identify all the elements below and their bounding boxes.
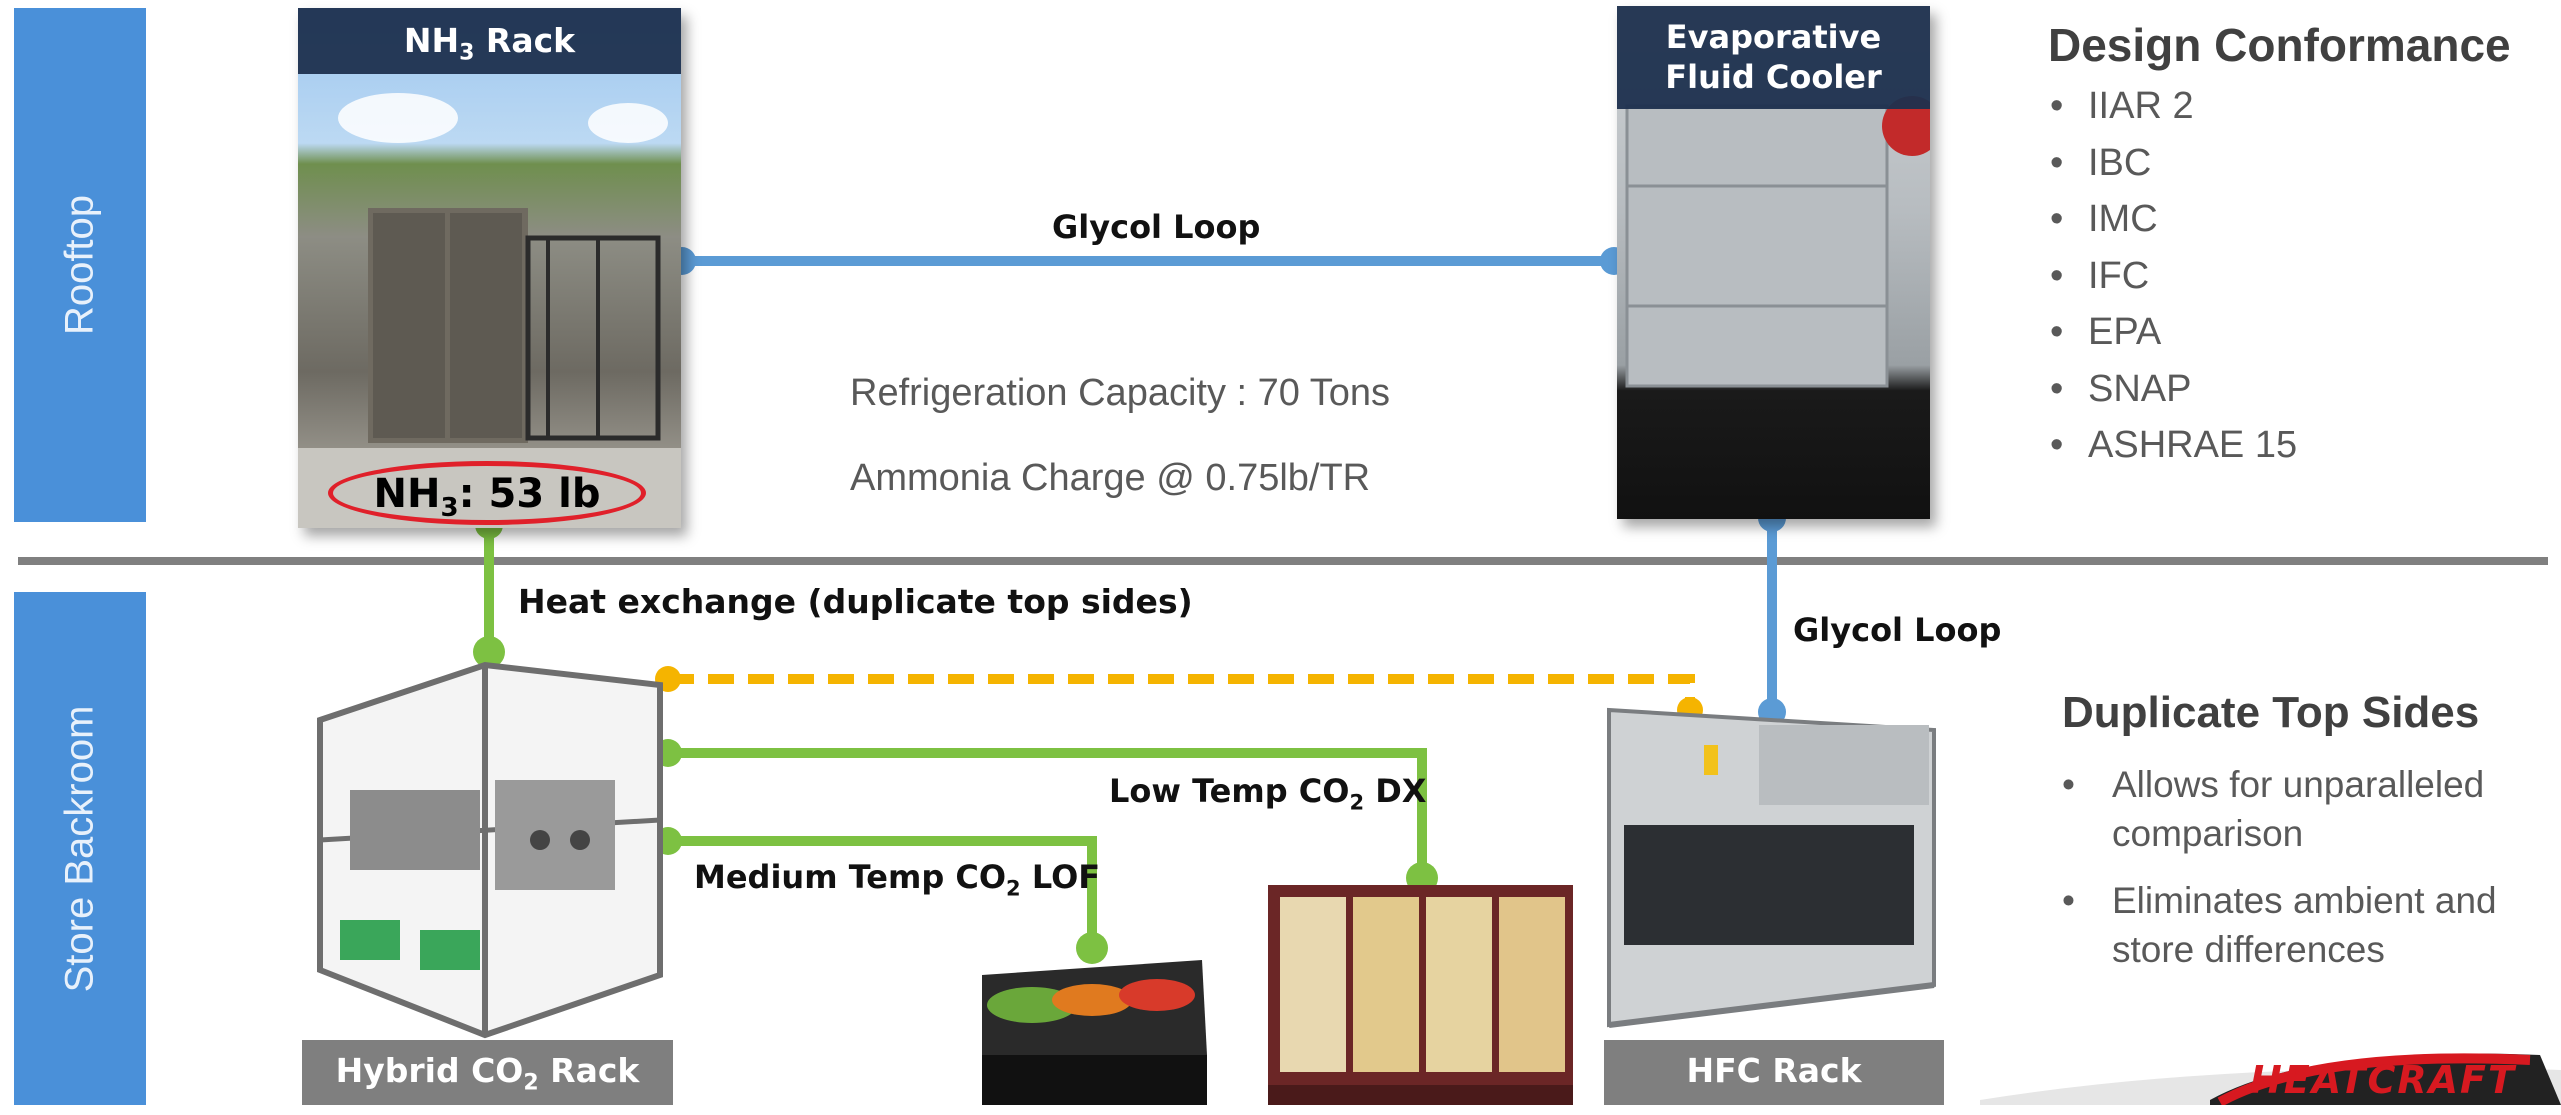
rooftop-section-bar: Rooftop bbox=[14, 8, 146, 522]
medium-temp-display-case-image bbox=[982, 960, 1207, 1105]
design-item: •IIAR 2 bbox=[2050, 85, 2194, 127]
design-conformance-list: •IIAR 2 •IBC •IMC •IFC •EPA •SNAP •ASHRA… bbox=[2050, 78, 2297, 474]
glycol-loop-top-label: Glycol Loop bbox=[1052, 208, 1261, 246]
medium-temp-co2-label: Medium Temp CO2 LOF bbox=[694, 858, 1101, 901]
ammonia-charge-text: Ammonia Charge @ 0.75lb/TR bbox=[850, 457, 1371, 499]
heat-exchange-bottom-node bbox=[473, 636, 505, 668]
section-divider bbox=[18, 557, 2548, 565]
hfc-rack-caption: HFC Rack bbox=[1604, 1040, 1944, 1105]
low-temp-co2-label: Low Temp CO2 DX bbox=[1109, 772, 1427, 815]
design-conformance-title: Design Conformance bbox=[2048, 19, 2511, 71]
medium-temp-co2-line bbox=[668, 836, 1097, 948]
refrigeration-capacity-text: Refrigeration Capacity : 70 Tons bbox=[850, 372, 1391, 414]
hfc-rack-image bbox=[1607, 707, 1936, 1028]
low-temp-freezer-case-image bbox=[1268, 885, 1573, 1105]
logo-swoosh bbox=[1980, 1053, 2561, 1105]
medium-temp-right-node bbox=[1076, 932, 1108, 964]
cooler-caption: Evaporative Fluid Cooler bbox=[1617, 6, 1930, 109]
hybrid-co2-rack-caption: Hybrid CO2 Rack bbox=[302, 1040, 673, 1105]
nh3-rack-photo: NH3 Rack NH3: 53 lb bbox=[298, 8, 681, 528]
design-item: •IBC bbox=[2050, 141, 2152, 184]
hybrid-co2-rack-image bbox=[317, 661, 663, 1039]
heat-exchange-label: Heat exchange (duplicate top sides) bbox=[518, 582, 1193, 621]
duplicate-top-sides-title: Duplicate Top Sides bbox=[2062, 688, 2480, 737]
backroom-section-bar: Store Backroom bbox=[14, 592, 146, 1105]
hfc-dashed-line bbox=[668, 674, 1695, 710]
glycol-loop-right-label: Glycol Loop bbox=[1793, 611, 2002, 649]
heatcraft-logo: HEATCRAFT bbox=[1980, 1040, 2561, 1105]
low-temp-co2-line bbox=[668, 748, 1427, 878]
evaporative-cooler-photo: Evaporative Fluid Cooler bbox=[1617, 6, 1930, 519]
nh3-charge-label: NH3: 53 lb bbox=[328, 461, 646, 525]
heatcraft-logo-text: HEATCRAFT bbox=[2250, 1058, 2516, 1102]
design-item: •ASHRAE 15 bbox=[2050, 424, 2298, 466]
design-item: •IFC bbox=[2050, 254, 2150, 297]
design-item: •EPA bbox=[2050, 311, 2162, 353]
design-item: •IMC bbox=[2050, 198, 2158, 240]
cooler-illustration bbox=[1625, 96, 1930, 388]
design-item: •SNAP bbox=[2050, 367, 2192, 410]
nh3-rack-illustration bbox=[298, 93, 681, 528]
nh3-rack-caption: NH3 Rack bbox=[298, 8, 681, 74]
